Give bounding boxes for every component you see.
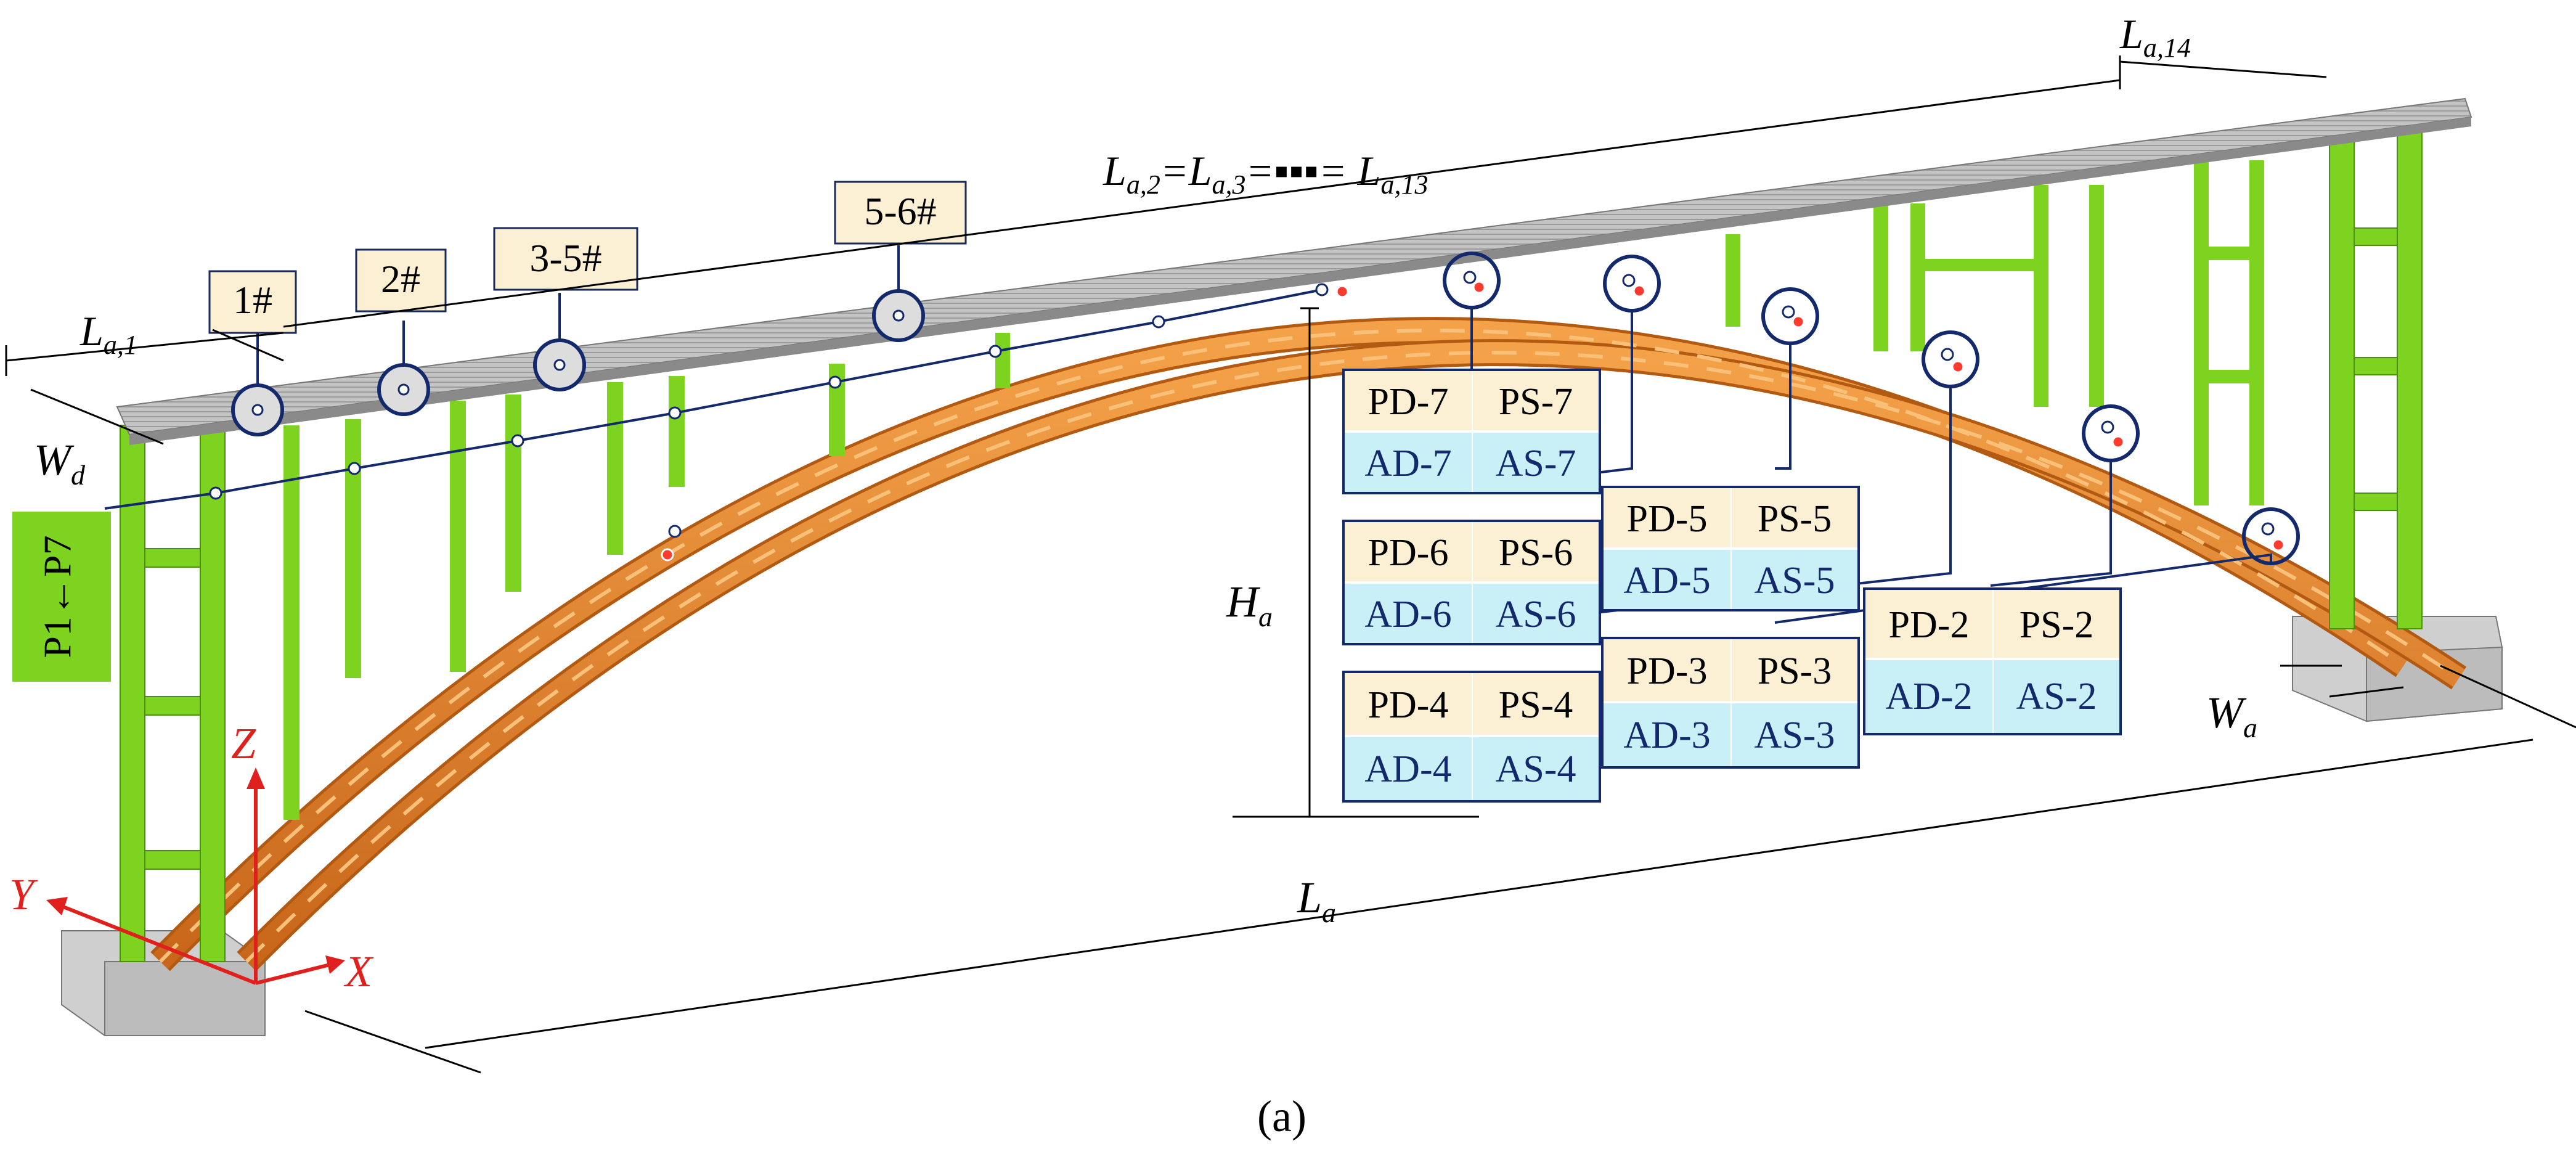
sensor-cell: AD-5 (1623, 560, 1710, 602)
dim-ha: Ha (1226, 577, 1273, 632)
sensor-group-2: PD-2 PS-2 AD-2 AS-2 (1863, 587, 2122, 735)
sensor-cell: PS-3 (1758, 650, 1832, 692)
sensor-group-3: PD-3 PS-3 AD-3 AS-3 (1601, 637, 1860, 769)
cable-label: P1←P7 (12, 512, 111, 682)
figure-caption: (a) (1257, 1092, 1306, 1141)
arch-points (1443, 251, 2300, 565)
dim-la: La (1297, 873, 1336, 928)
sensor-cell: AS-6 (1496, 594, 1576, 636)
axis-y-label: Y (9, 870, 38, 919)
left-pier (120, 425, 226, 962)
dimension-lines (5, 55, 2576, 1074)
sensor-cell: AS-3 (1755, 714, 1835, 756)
deck-points: 1# 2# 3-5# 5-6# (208, 181, 967, 436)
sensor-cell: PS-6 (1499, 532, 1573, 574)
deck-point-label-1: 1# (233, 278, 272, 322)
sensor-cell: PD-6 (1368, 532, 1449, 574)
sensor-cell: AS-4 (1496, 748, 1576, 790)
deck-point-label-4: 5-6# (864, 189, 936, 233)
sensor-cell: AD-7 (1364, 443, 1451, 485)
sensor-cell: PD-5 (1627, 498, 1708, 540)
cable-label-text: P1←P7 (36, 535, 79, 658)
right-pier (2329, 123, 2423, 629)
sensor-group-4: PD-4 PS-4 AD-4 AS-4 (1342, 671, 1601, 803)
dim-la1: La,1 (79, 308, 137, 360)
sensor-cell: AD-2 (1885, 676, 1972, 718)
sensor-cell: PS-7 (1499, 381, 1573, 423)
sensor-cell: AS-7 (1496, 443, 1576, 485)
bridge-deck (116, 97, 2472, 445)
sensor-cell: PD-4 (1368, 684, 1449, 726)
sensor-cell: PD-3 (1627, 650, 1708, 692)
sensor-cell: AS-2 (2016, 676, 2097, 718)
dim-wa: Wa (2206, 688, 2257, 743)
sensor-cell: PD-7 (1368, 381, 1449, 423)
axis-x-label: X (343, 947, 374, 996)
sensor-cell: AD-6 (1364, 594, 1451, 636)
dim-la14: La,14 (2119, 10, 2191, 63)
sensor-cell: AD-3 (1623, 714, 1710, 756)
deck-point-label-2: 2# (381, 257, 420, 301)
sensor-cell: PS-4 (1499, 684, 1573, 726)
deck-point-label-3: 3-5# (529, 236, 601, 280)
dim-la2-13: La,2=La,3=▪▪▪= La,13 (1103, 147, 1428, 200)
cable-line (104, 283, 1349, 562)
sensor-group-5: PD-5 PS-5 AD-5 AS-5 (1601, 486, 1860, 611)
arch-ribs (150, 317, 2467, 971)
dim-wd: Wd (34, 435, 86, 491)
sensor-cell: PD-2 (1889, 604, 1970, 646)
sensor-cell: PS-5 (1758, 498, 1832, 540)
sensor-group-6: PD-6 PS-6 AD-6 AS-6 (1342, 520, 1601, 645)
sensor-group-7: PD-7 PS-7 AD-7 AS-7 (1342, 369, 1601, 494)
coordinate-axes: Z Y X (9, 719, 374, 996)
sensor-cell: AS-5 (1755, 560, 1835, 602)
sensor-cell: PS-2 (2020, 604, 2094, 646)
axis-z-label: Z (231, 719, 256, 768)
sensor-cell: AD-4 (1364, 748, 1451, 790)
